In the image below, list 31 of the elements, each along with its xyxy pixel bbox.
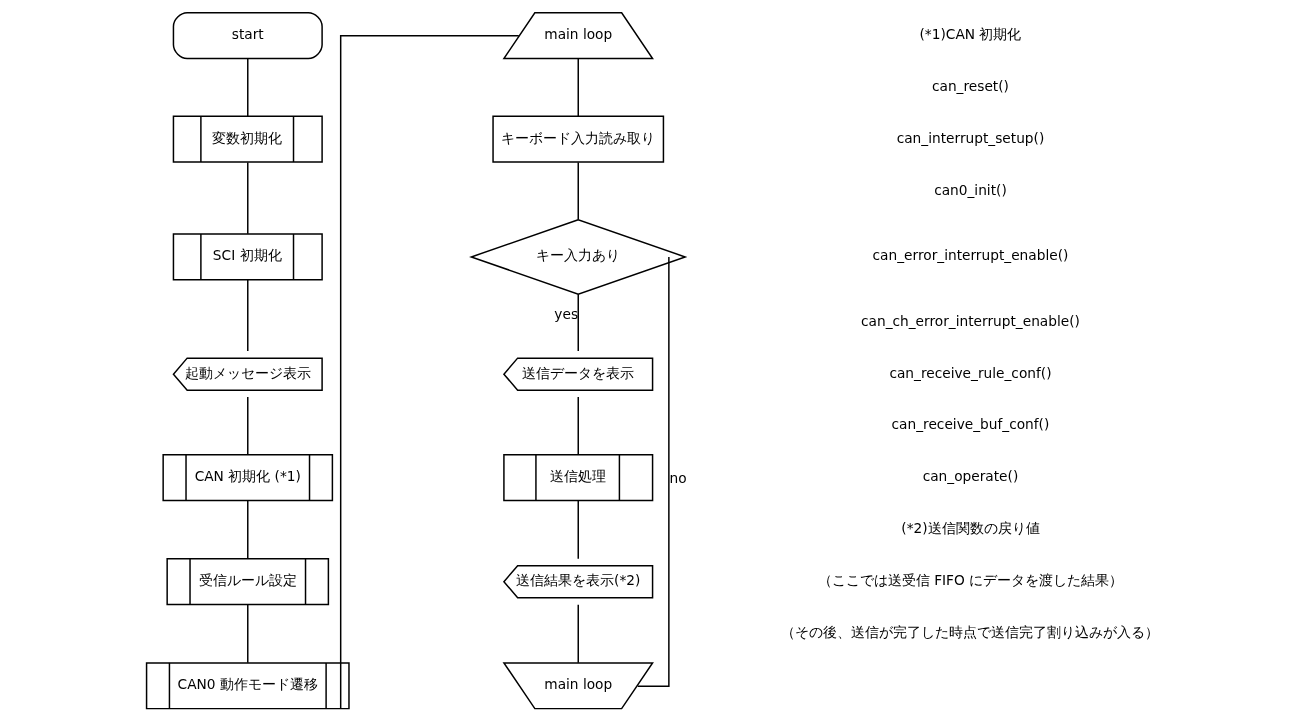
- label: （ここでは送受信 FIFO にデータを渡した結果）: [817, 572, 1124, 589]
- connector: [247, 279, 249, 352]
- label: （その後、送信が完了した時点で送信完了割り込みが入る）: [781, 624, 1160, 641]
- node-diamond: キー入力あり: [469, 219, 688, 295]
- connector: [577, 396, 579, 456]
- label: can_interrupt_setup(): [896, 129, 1045, 146]
- connector: [577, 293, 579, 352]
- label: can_reset(): [931, 77, 1009, 94]
- label: can_receive_buf_conf(): [891, 416, 1050, 433]
- connector: [577, 500, 579, 560]
- connector: [577, 161, 579, 221]
- connector: [247, 500, 249, 560]
- edge-label: no: [669, 470, 687, 487]
- connector: [247, 396, 249, 456]
- label: can_receive_rule_conf(): [889, 364, 1052, 381]
- connector: [577, 604, 579, 664]
- node-box: キーボード入力読み取り: [492, 115, 665, 163]
- connector: [339, 34, 520, 710]
- connector: [247, 161, 249, 235]
- label: (*1)CAN 初期化: [919, 26, 1022, 43]
- label: can_operate(): [922, 468, 1019, 485]
- connector: [247, 604, 249, 664]
- connector: [247, 57, 249, 117]
- label: can_error_interrupt_enable(): [872, 247, 1069, 264]
- connector: [636, 256, 670, 688]
- edge-label: yes: [554, 305, 579, 322]
- label: can_ch_error_interrupt_enable(): [861, 313, 1080, 330]
- connector: [577, 57, 579, 117]
- label: (*2)送信関数の戻り値: [901, 520, 1040, 537]
- label: can0_init(): [934, 181, 1007, 198]
- node-box: start: [172, 12, 323, 60]
